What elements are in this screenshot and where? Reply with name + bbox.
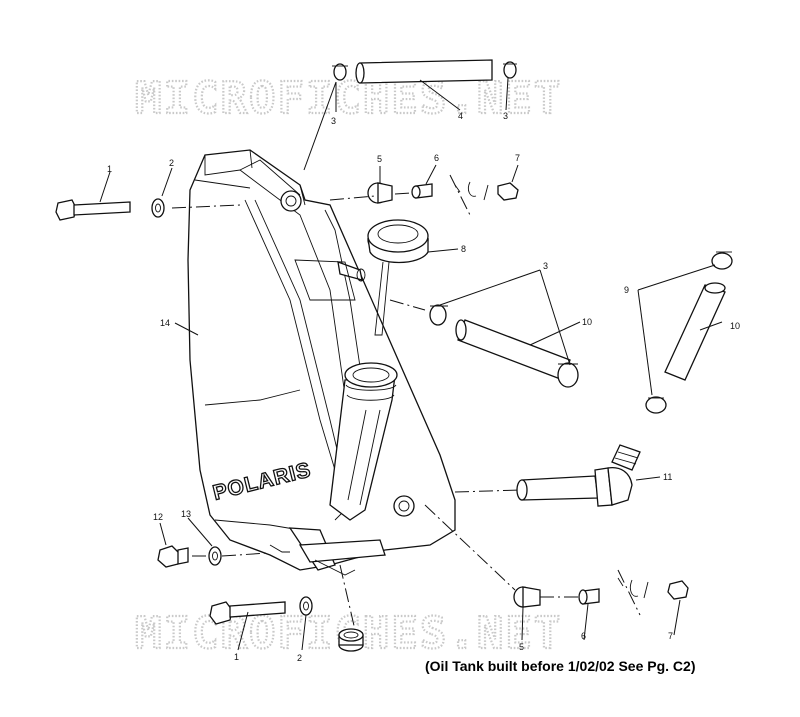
callout-6-top: 6	[434, 153, 439, 163]
reference-note: (Oil Tank built before 1/02/02 See Pg. C…	[425, 658, 695, 674]
callout-4: 4	[458, 111, 463, 121]
washer-2-bottom	[299, 596, 313, 651]
elbow-fitting-11	[516, 444, 661, 507]
callout-6-bottom: 6	[581, 631, 586, 641]
callout-10-right: 10	[730, 321, 740, 331]
callout-5-top: 5	[377, 154, 382, 164]
callout-11: 11	[663, 472, 672, 482]
bushing-5-top	[367, 166, 393, 204]
washer-2-top	[151, 167, 173, 218]
callout-3-top-right: 3	[503, 111, 508, 121]
bolt-1-top	[55, 171, 131, 221]
spacer-6-bottom	[578, 588, 600, 641]
callout-10-middle: 10	[582, 317, 592, 327]
callout-14: 14	[160, 318, 170, 328]
callout-3-middle: 3	[543, 261, 548, 271]
callout-9: 9	[624, 285, 629, 295]
callout-8: 8	[461, 244, 466, 254]
top-hose-assembly	[303, 59, 517, 171]
callout-5-bottom: 5	[519, 642, 524, 652]
oil-tank: POLARIS	[187, 149, 456, 576]
callout-3-top-left: 3	[331, 116, 336, 126]
spacer-6-top	[411, 164, 437, 199]
callout-1-top: 1	[107, 164, 112, 174]
nut-7-top	[497, 164, 519, 201]
callout-labels: 1 2 3 4 3 5 6 7 8 3 9 10 10 14 11 12 13 …	[107, 111, 740, 663]
callout-7-bottom: 7	[668, 631, 673, 641]
callout-12: 12	[153, 512, 163, 522]
right-hose-assembly	[637, 251, 733, 414]
filler-cap-8	[367, 219, 459, 336]
drain-plug-12	[157, 522, 189, 568]
washer-13	[187, 517, 222, 566]
bushing-5-bottom	[513, 586, 541, 641]
callout-7-top: 7	[515, 153, 520, 163]
callout-13: 13	[181, 509, 191, 519]
nut-7-bottom	[667, 580, 689, 636]
callout-2-top: 2	[169, 158, 174, 168]
callout-2-bottom: 2	[297, 653, 302, 663]
grommet	[338, 628, 364, 652]
watermark-top: MICROFICHES.NET	[135, 73, 562, 124]
middle-hose-assembly	[429, 269, 581, 388]
callout-1-bottom: 1	[234, 652, 239, 662]
bolt-1-bottom	[209, 601, 286, 651]
